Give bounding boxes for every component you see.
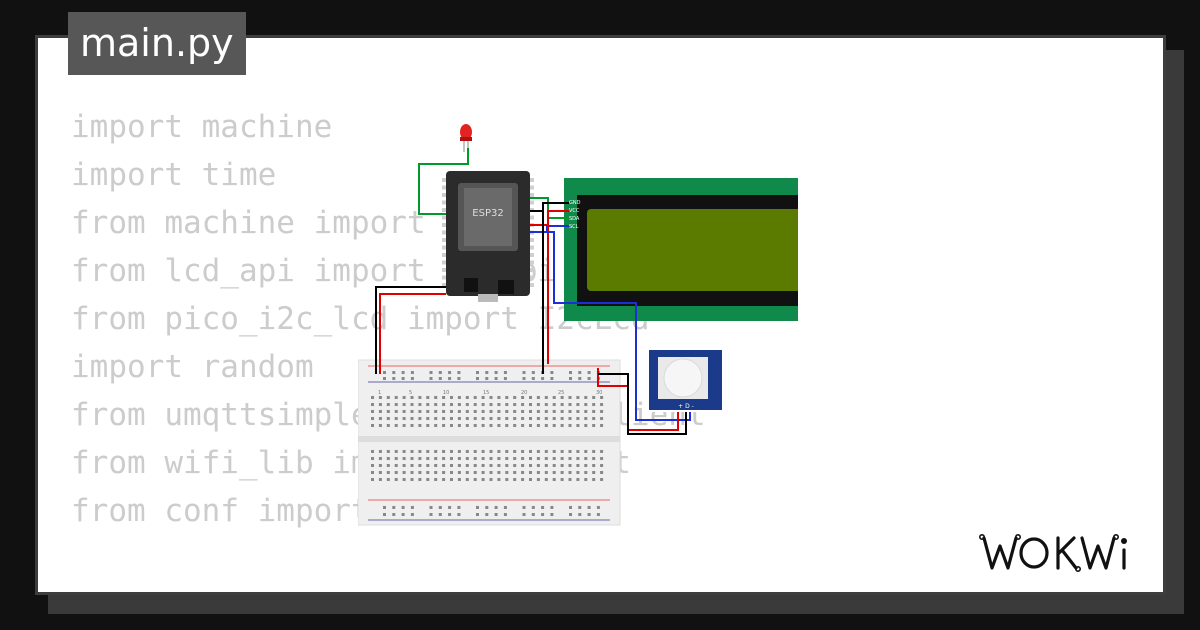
bb-number: 25: [558, 390, 564, 396]
bb-number: 15: [483, 390, 489, 396]
lcd-pin-label: SCL: [569, 224, 579, 230]
code-line: #initialise GPIO: [71, 583, 706, 592]
bb-number: 10: [443, 390, 449, 396]
wokwi-logo: [978, 534, 1127, 572]
lcd-pin-label: GND: [569, 200, 581, 206]
lcd-pin-label: VCC: [569, 208, 580, 214]
led: [460, 124, 472, 152]
breadboard: 1 5 10 15 20 25 30: [358, 359, 621, 526]
code-line: import machine: [71, 109, 333, 145]
code-line: from conf import *: [71, 493, 407, 529]
bb-number: 1: [378, 390, 381, 396]
breadboard-holes: [371, 371, 604, 516]
pir-pin-label: + D -: [678, 403, 694, 410]
esp32-pins: [442, 178, 534, 287]
bb-number: 30: [596, 390, 602, 396]
circuit-diagram: 1 5 10 15 20 25 30 ESP32: [358, 124, 798, 526]
code-line: import random: [71, 349, 314, 385]
esp32-label: ESP32: [472, 208, 503, 219]
pir-sensor: + D -: [647, 348, 724, 412]
esp32-board: ESP32: [442, 171, 534, 302]
lcd-pin-label: SDA: [569, 216, 580, 222]
bb-number: 20: [521, 390, 527, 396]
code-line: [71, 535, 706, 583]
code-line: import time: [71, 157, 277, 193]
lcd-display: GND VCC SDA SCL: [564, 178, 798, 321]
file-tab[interactable]: main.py: [68, 12, 246, 75]
bb-number: 5: [409, 390, 412, 396]
wires: [375, 148, 691, 435]
